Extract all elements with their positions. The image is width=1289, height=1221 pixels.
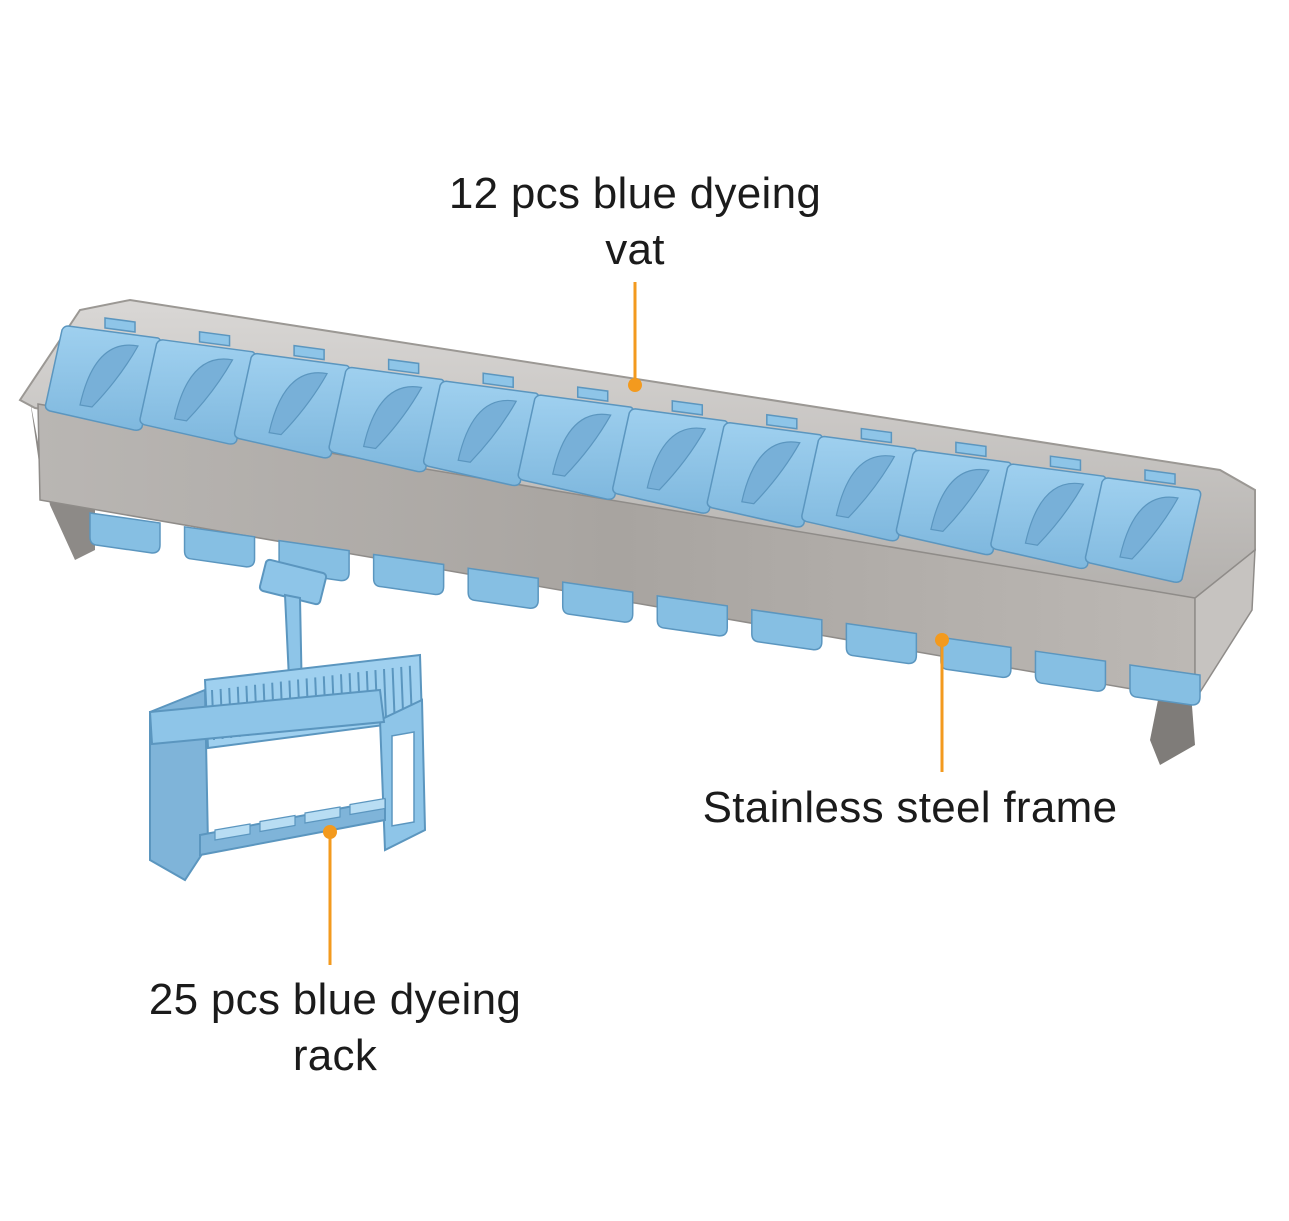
- frame-label: Stainless steel frame: [660, 780, 1160, 836]
- vat-lid: [990, 455, 1107, 570]
- vat-lids: [44, 317, 1202, 583]
- vat-bottom: [751, 608, 823, 651]
- rack-bottom-bar: [214, 823, 251, 841]
- vat-lid: [328, 358, 446, 473]
- rack-label: 25 pcs blue dyeing rack: [100, 972, 570, 1084]
- vat-bottoms: [89, 512, 1201, 706]
- rack-front-rail: [148, 688, 386, 746]
- rack-bottom-bar: [259, 814, 296, 833]
- rack-slot: [383, 668, 387, 720]
- vat-bottom: [561, 581, 634, 623]
- rack-right-end-window: [391, 731, 415, 827]
- vat-lid: [233, 344, 351, 459]
- vat-lid: [1084, 469, 1202, 583]
- vat-label-line2: vat: [605, 225, 665, 274]
- callouts: [323, 282, 949, 965]
- vat-leader-dot: [628, 378, 642, 392]
- vat-bottom: [656, 595, 729, 637]
- rack-label-line1: 25 pcs blue dyeing: [148, 975, 522, 1024]
- vat-lid: [422, 372, 540, 487]
- vat-bottom: [89, 512, 161, 554]
- vat-lid: [801, 427, 918, 542]
- rack-leader-dot: [323, 825, 337, 839]
- rack-bottom-bar: [349, 797, 386, 816]
- frame-left-leg: [30, 400, 95, 560]
- rack-bottom-bars: [214, 797, 386, 841]
- rack-label-line2: rack: [292, 1031, 378, 1080]
- vat-bottom: [845, 622, 918, 665]
- vat-bottom: [372, 553, 445, 596]
- vat-label-line1: 12 pcs blue dyeing: [448, 169, 822, 218]
- staining-rack: [148, 558, 427, 882]
- vat-label: 12 pcs blue dyeing vat: [390, 166, 880, 278]
- frame-end-panel: [1194, 548, 1256, 703]
- frame-leader-dot: [935, 633, 949, 647]
- vat-bottom: [1034, 650, 1107, 692]
- vat-bottom: [1129, 664, 1201, 706]
- vat-bottom: [467, 567, 539, 610]
- frame-label-line1: Stainless steel frame: [702, 783, 1118, 832]
- vat-bottom: [183, 525, 256, 568]
- vat-lid: [517, 386, 635, 501]
- rack-bottom-bar: [304, 806, 341, 824]
- rack-slot: [391, 667, 396, 718]
